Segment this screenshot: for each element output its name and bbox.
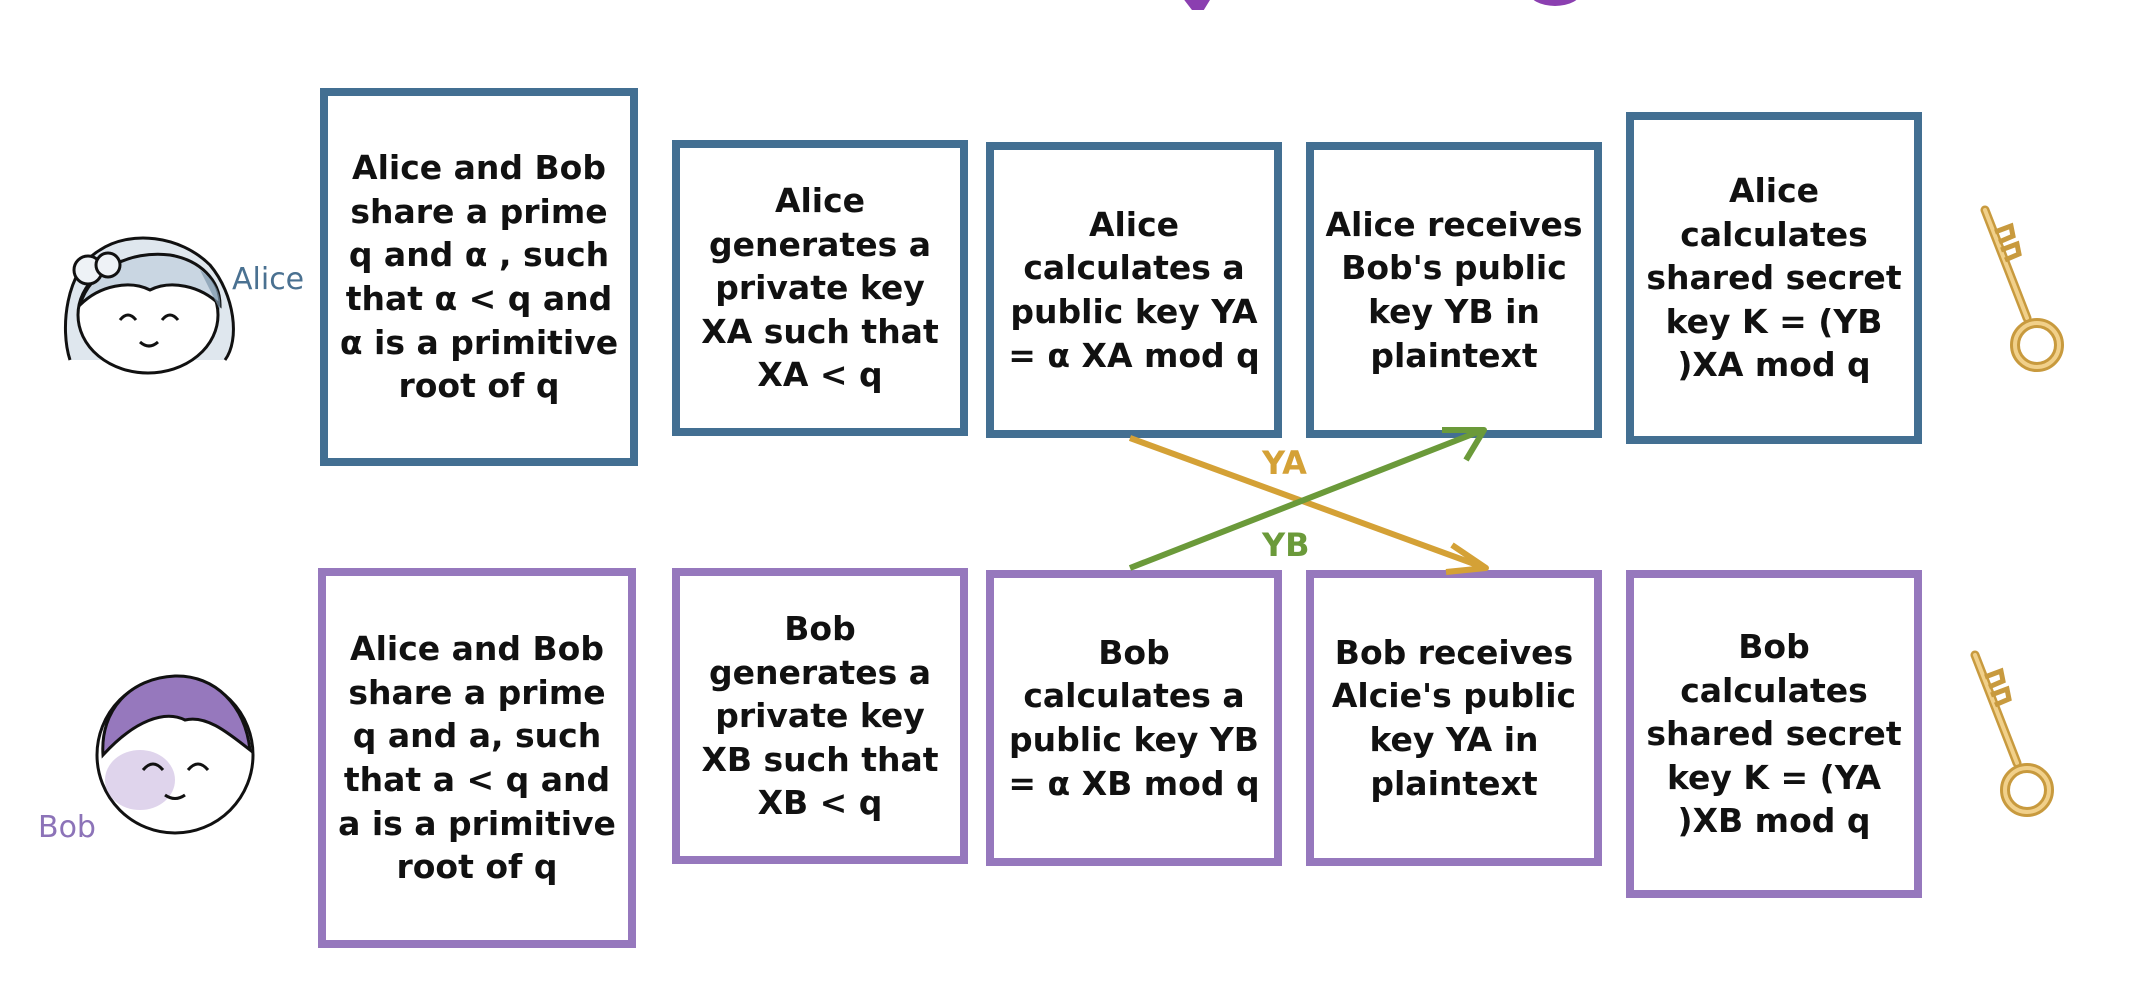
bob-to-alice-label: YB [1261, 526, 1310, 564]
bob-step-4-text: Bob receives Alcie's public key YA in pl… [1331, 632, 1577, 803]
alice-to-bob-arrow [1128, 435, 1482, 569]
alice-label: Alice [232, 262, 305, 297]
alice-avatar [50, 210, 250, 384]
bob-step-5-text: Bob calculates shared secret key K = (YA… [1646, 627, 1902, 841]
alice-step-1: Alice and Bob share a prime q and α , su… [320, 88, 638, 466]
bob-step-1: Alice and Bob share a prime q and a, suc… [318, 568, 636, 948]
golden-key-icon [1970, 650, 2054, 817]
bob-avatar [85, 660, 265, 844]
bob-step-3-text: Bob calculates a public key YB = α XB mo… [1008, 632, 1260, 803]
bob-step-2: Bob generates a private key XB such that… [672, 568, 968, 864]
alice-step-5-text: Alice calculates shared secret key K = (… [1646, 171, 1902, 385]
bob-step-4: Bob receives Alcie's public key YA in pl… [1306, 570, 1602, 866]
alice-step-3: Alice calculates a public key YA = α XA … [986, 142, 1282, 438]
cropped-title [1000, 0, 1700, 10]
alice-step-2: Alice generates a private key XA such th… [672, 140, 968, 436]
alice-key [1965, 200, 2075, 384]
alice-step-4: Alice receives Bob's public key YB in pl… [1306, 142, 1602, 438]
bob-step-3: Bob calculates a public key YB = α XB mo… [986, 570, 1282, 866]
golden-key-icon [1980, 205, 2064, 372]
girl-face-icon [64, 236, 235, 375]
boy-face-icon [95, 674, 255, 835]
alice-to-bob-arrowhead [1445, 542, 1489, 575]
alice-step-2-text: Alice generates a private key XA such th… [701, 181, 939, 395]
alice-to-bob-label: YA [1261, 444, 1307, 482]
bob-step-5: Bob calculates shared secret key K = (YA… [1626, 570, 1922, 898]
bob-to-alice-arrow [1128, 429, 1480, 571]
bob-step-1-text: Alice and Bob share a prime q and a, suc… [338, 629, 616, 887]
bob-step-2-text: Bob generates a private key XB such that… [701, 609, 939, 823]
alice-step-3-text: Alice calculates a public key YA = α XA … [1008, 204, 1260, 375]
alice-step-4-text: Alice receives Bob's public key YB in pl… [1325, 204, 1583, 375]
bob-label: Bob [38, 810, 96, 845]
bob-key [1955, 645, 2065, 829]
alice-step-5: Alice calculates shared secret key K = (… [1626, 112, 1922, 444]
alice-step-1-text: Alice and Bob share a prime q and α , su… [339, 148, 619, 406]
